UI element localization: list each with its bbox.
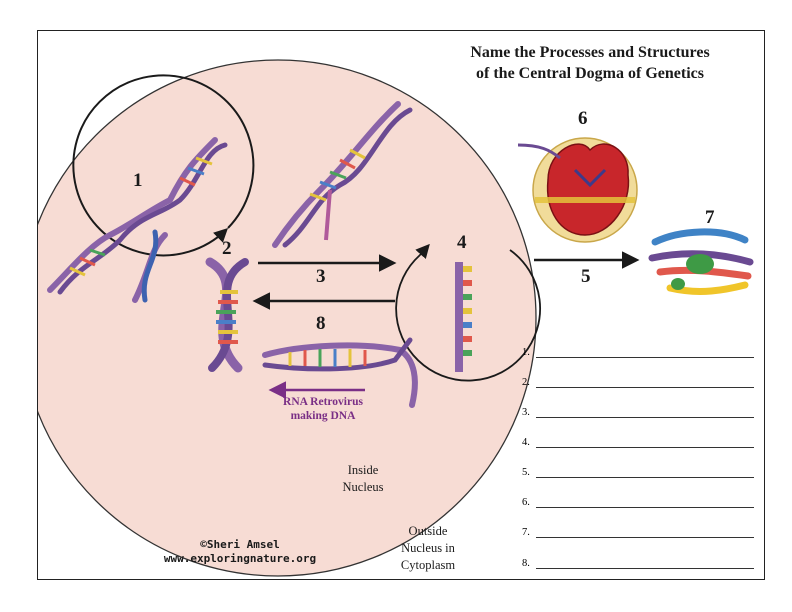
ribosome-icon [517, 137, 638, 243]
outside-label-line-1: Outside [408, 524, 448, 538]
page-title: Name the Processes and Structures of the… [420, 42, 760, 84]
label-1: 1 [133, 170, 143, 191]
answer-blank-3[interactable]: 3. [522, 405, 754, 419]
answer-line[interactable] [536, 387, 754, 388]
label-4: 4 [457, 232, 467, 253]
outside-label-line-2: Nucleus in [401, 541, 455, 555]
credit-author: ©Sheri Amsel [200, 538, 280, 551]
retrovirus-caption: RNA Retrovirus making DNA [268, 395, 378, 423]
answer-line[interactable] [536, 417, 754, 418]
answer-number: 1. [522, 347, 530, 358]
title-line-2: of the Central Dogma of Genetics [476, 65, 704, 82]
label-3: 3 [316, 266, 326, 287]
replication-circle [72, 74, 255, 257]
label-6: 6 [578, 108, 588, 129]
credit: ©Sheri Amsel www.exploringnature.org [145, 538, 335, 566]
inside-nucleus-label: Inside Nucleus [318, 462, 408, 496]
outside-nucleus-label: Outside Nucleus in Cytoplasm [388, 523, 468, 574]
label-2: 2 [222, 238, 232, 259]
nucleus [38, 59, 537, 577]
answer-number: 8. [522, 558, 530, 569]
answer-number: 6. [522, 497, 530, 508]
answer-number: 5. [522, 467, 530, 478]
inside-label-line-2: Nucleus [342, 480, 384, 494]
answer-line[interactable] [536, 357, 754, 358]
answer-blank-1[interactable]: 1. [522, 345, 754, 359]
inside-label-line-1: Inside [347, 463, 379, 477]
answer-number: 4. [522, 437, 530, 448]
answer-line[interactable] [536, 447, 754, 448]
answer-number: 3. [522, 407, 530, 418]
answer-blank-5[interactable]: 5. [522, 465, 754, 479]
dna-double-helix-icon [47, 137, 228, 303]
answer-blank-2[interactable]: 2. [522, 375, 754, 389]
retrovirus-caption-line-2: making DNA [290, 410, 356, 422]
credit-website: www.exploringnature.org [163, 552, 317, 565]
answer-line[interactable] [536, 537, 754, 538]
outside-label-line-3: Cytoplasm [400, 558, 456, 572]
transcribing-dna-icon [272, 101, 413, 248]
retrovirus-caption-line-1: RNA Retrovirus [283, 396, 363, 408]
answer-blank-8[interactable]: 8. [522, 556, 754, 570]
retrovirus-dna-icon [262, 337, 418, 408]
mrna-strand-icon [455, 262, 472, 372]
answer-line[interactable] [536, 507, 754, 508]
answer-blank-6[interactable]: 6. [522, 495, 754, 509]
label-8: 8 [316, 313, 326, 334]
label-5: 5 [581, 266, 591, 287]
answer-blank-4[interactable]: 4. [522, 435, 754, 449]
answer-number: 2. [522, 377, 530, 388]
answer-line[interactable] [536, 477, 754, 478]
answer-number: 7. [522, 527, 530, 538]
folded-protein-icon [648, 228, 754, 295]
answer-line[interactable] [536, 568, 754, 569]
title-line-1: Name the Processes and Structures [470, 44, 710, 61]
answer-blank-7[interactable]: 7. [522, 525, 754, 539]
label-7: 7 [705, 207, 715, 228]
dna-molecule-icon [205, 257, 249, 373]
mrna-circle [395, 243, 542, 382]
